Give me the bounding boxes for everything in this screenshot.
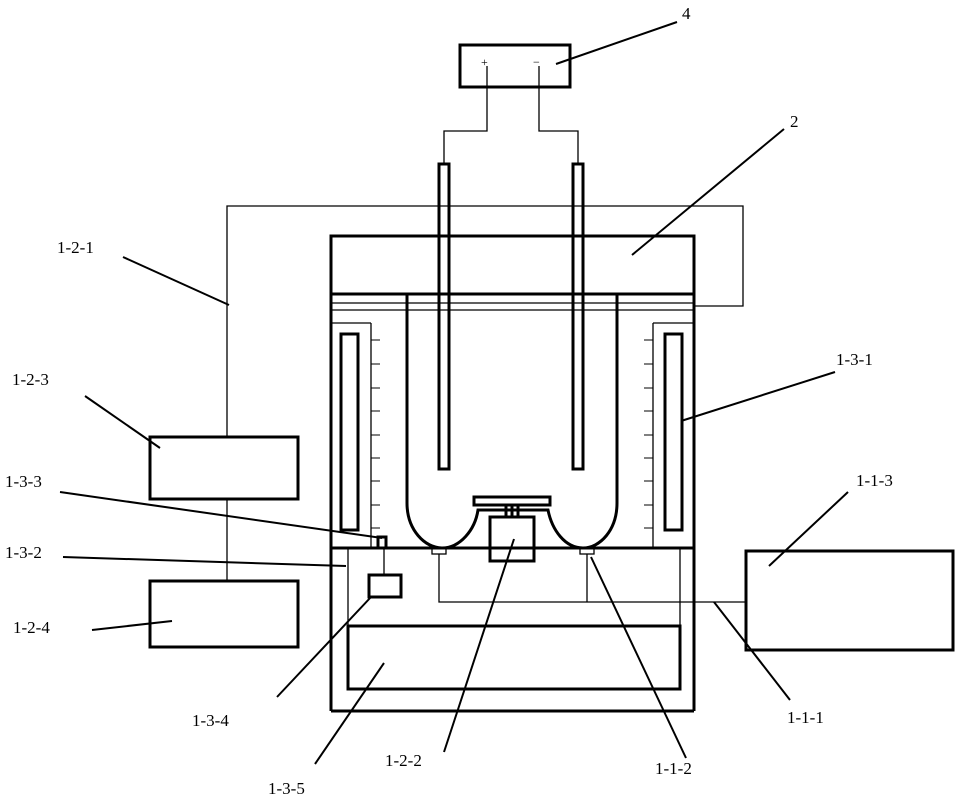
label-1-3-3: 1-3-3	[5, 472, 42, 491]
label-1-1-1: 1-1-1	[787, 708, 824, 727]
label-1-2-4: 1-2-4	[13, 618, 50, 637]
temperature-sensor	[378, 537, 386, 548]
external-box-1-2-4	[150, 581, 298, 647]
label-1-3-1: 1-3-1	[836, 350, 873, 369]
leader-lines	[60, 22, 848, 764]
power-supply: + −	[460, 45, 570, 87]
heating-element-left	[341, 334, 358, 530]
external-box-1-2-3	[150, 437, 298, 499]
anode-electrode	[439, 164, 449, 469]
heating-element-right	[665, 334, 682, 530]
label-1-2-1: 1-2-1	[57, 238, 94, 257]
external-box-1-1-3	[746, 551, 953, 650]
controller-1-3-4	[369, 575, 401, 597]
label-4: 4	[682, 4, 691, 23]
label-1-3-2: 1-3-2	[5, 543, 42, 562]
label-2: 2	[790, 112, 799, 131]
base-box-1-3-5	[348, 626, 680, 689]
stirrer	[474, 497, 550, 561]
lid	[331, 236, 694, 294]
label-1-1-3: 1-1-3	[856, 471, 893, 490]
label-1-1-2: 1-1-2	[655, 759, 692, 778]
label-1-3-5: 1-3-5	[268, 779, 305, 798]
cathode-electrode	[573, 164, 583, 469]
label-1-2-2: 1-2-2	[385, 751, 422, 770]
outer-housing	[331, 236, 694, 711]
label-1-3-4: 1-3-4	[192, 711, 229, 730]
label-1-2-3: 1-2-3	[12, 370, 49, 389]
stirrer-motor	[490, 517, 534, 561]
